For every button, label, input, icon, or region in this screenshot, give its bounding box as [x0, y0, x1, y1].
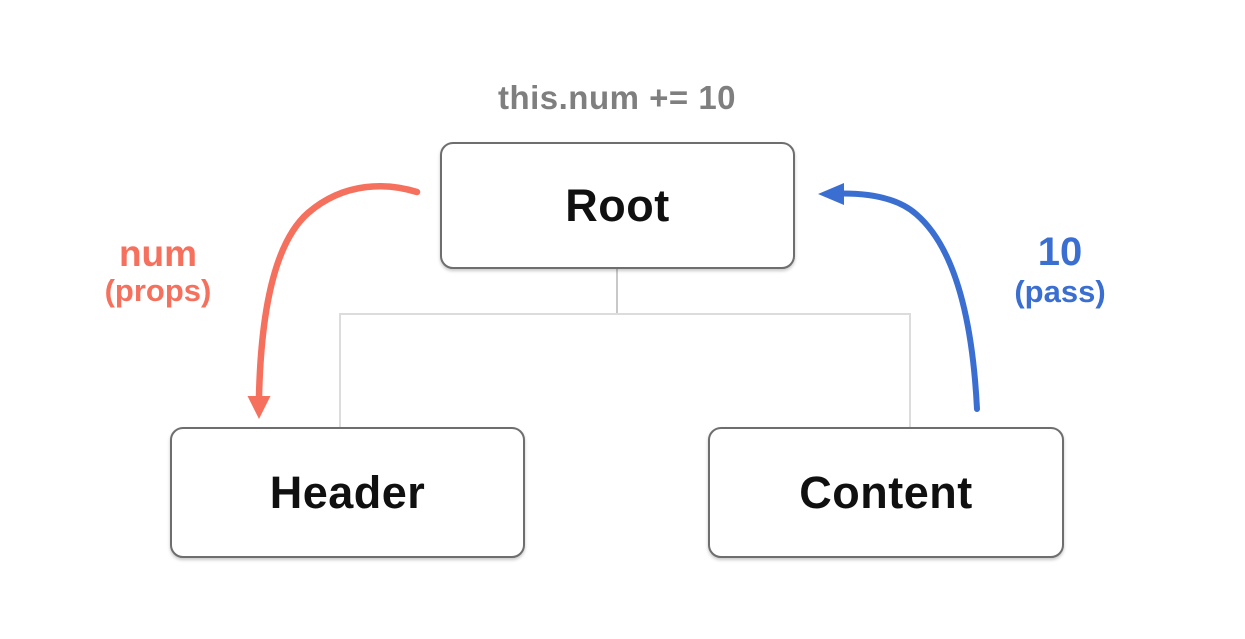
node-content-label: Content — [799, 466, 973, 518]
node-root-label: Root — [565, 179, 670, 231]
node-header-label: Header — [269, 466, 426, 518]
pass-edge-label: 10 (pass) — [950, 230, 1170, 310]
props-edge-caption: (props) — [104, 273, 212, 309]
pass-edge-value: 10 — [1037, 230, 1083, 274]
node-content: Content — [708, 427, 1064, 558]
pass-arrow — [840, 190, 980, 412]
props-edge-label: num (props) — [48, 233, 268, 309]
pass-edge-caption: (pass) — [1014, 273, 1106, 309]
props-edge-value: num — [118, 233, 198, 274]
props-arrowhead-icon — [247, 396, 271, 419]
node-root: Root — [440, 142, 795, 269]
pass-arrowhead-icon — [818, 183, 844, 205]
node-header: Header — [170, 427, 525, 558]
tree-connector-branches — [339, 313, 911, 427]
diagram-title: this.num += 10 — [497, 79, 737, 116]
props-arrow — [255, 183, 421, 401]
